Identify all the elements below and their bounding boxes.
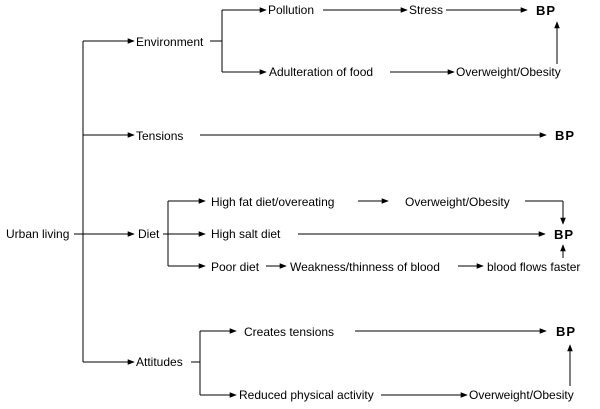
node-reduced-physical-activity: Reduced physical activity [239, 388, 374, 402]
node-poor-diet: Poor diet [211, 260, 260, 274]
node-overweight-attitudes: Overweight/Obesity [469, 388, 574, 402]
node-stress: Stress [409, 3, 443, 17]
node-bp-environment: BP [536, 3, 556, 18]
node-high-fat-diet: High fat diet/overeating [211, 195, 334, 209]
node-overweight-diet: Overweight/Obesity [405, 195, 510, 209]
node-pollution: Pollution [268, 3, 314, 17]
node-bp-diet: BP [554, 227, 574, 242]
node-attitudes: Attitudes [136, 355, 183, 369]
node-weakness-of-blood: Weakness/thinness of blood [290, 260, 440, 274]
node-urban-living: Urban living [6, 227, 69, 241]
node-bp-tensions: BP [555, 128, 575, 143]
node-high-salt-diet: High salt diet [211, 227, 281, 241]
node-overweight-environment: Overweight/Obesity [456, 65, 561, 79]
node-blood-flows-faster: blood flows faster [487, 260, 580, 274]
node-diet: Diet [138, 227, 160, 241]
node-creates-tensions: Creates tensions [244, 325, 334, 339]
node-environment: Environment [136, 35, 204, 49]
node-bp-attitudes: BP [556, 324, 576, 339]
node-adulteration-of-food: Adulteration of food [269, 65, 373, 79]
node-tensions: Tensions [136, 129, 183, 143]
